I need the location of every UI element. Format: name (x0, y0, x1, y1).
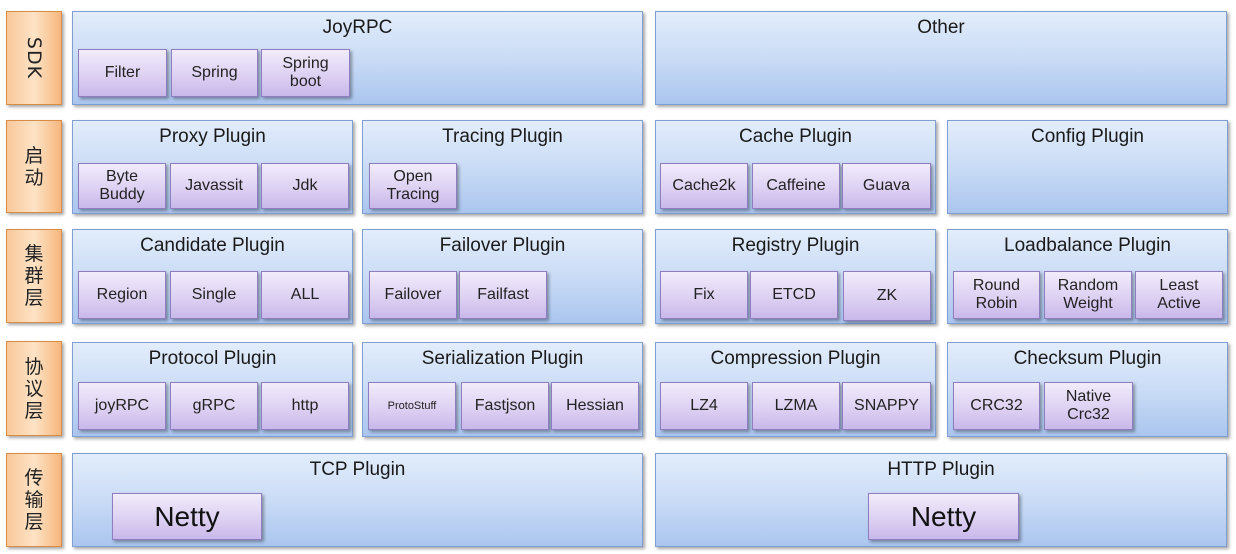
item-spring-boot: Spring boot (261, 49, 350, 97)
panel-loadbalance-plugin: Loadbalance Plugin Round Robin Random We… (947, 229, 1228, 324)
layer-transport-label: 传输层 (24, 467, 44, 533)
item-region: Region (78, 271, 166, 319)
panel-checksum-plugin: Checksum Plugin CRC32 Native Crc32 (947, 342, 1228, 437)
panel-config-plugin: Config Plugin (947, 120, 1228, 214)
panel-candidate-plugin-title: Candidate Plugin (140, 235, 285, 256)
panel-joyrpc: JoyRPC Filter Spring Spring boot (72, 11, 643, 105)
item-crc32: CRC32 (953, 382, 1040, 430)
panel-tracing-plugin: Tracing Plugin Open Tracing (362, 120, 643, 214)
item-fix: Fix (660, 271, 748, 319)
layer-sdk: SDK (6, 11, 62, 105)
panel-http-plugin-title: HTTP Plugin (887, 459, 995, 480)
item-etcd: ETCD (750, 271, 838, 319)
item-guava: Guava (842, 163, 931, 209)
layer-startup: 启动 (6, 120, 62, 213)
item-random-weight: Random Weight (1044, 271, 1132, 319)
layer-protocol-label: 协议层 (24, 355, 44, 422)
item-grpc: gRPC (170, 382, 258, 430)
item-native-crc32: Native Crc32 (1044, 382, 1133, 430)
item-lz4: LZ4 (660, 382, 748, 430)
item-zk: ZK (843, 271, 931, 321)
panel-loadbalance-plugin-title: Loadbalance Plugin (1004, 235, 1171, 256)
item-open-tracing: Open Tracing (369, 163, 457, 209)
panel-proxy-plugin-title: Proxy Plugin (159, 126, 266, 147)
item-least-active: Least Active (1135, 271, 1223, 319)
item-http: http (261, 382, 349, 430)
item-cache2k: Cache2k (660, 163, 748, 209)
panel-serialization-plugin-title: Serialization Plugin (421, 348, 584, 369)
item-lzma: LZMA (752, 382, 840, 430)
item-http-netty: Netty (868, 493, 1019, 540)
item-protostuff: ProtoStuff (368, 382, 456, 430)
item-byte-buddy: Byte Buddy (78, 163, 166, 209)
panel-serialization-plugin: Serialization Plugin ProtoStuff Fastjson… (362, 342, 643, 437)
panel-failover-plugin-title: Failover Plugin (439, 235, 566, 256)
panel-compression-plugin-title: Compression Plugin (710, 348, 881, 369)
item-snappy: SNAPPY (842, 382, 931, 430)
layer-cluster: 集群层 (6, 229, 62, 323)
item-jdk: Jdk (261, 163, 349, 209)
panel-http-plugin: HTTP Plugin Netty (655, 453, 1227, 547)
item-failover: Failover (369, 271, 457, 319)
panel-tracing-plugin-title: Tracing Plugin (442, 126, 563, 147)
panel-tcp-plugin: TCP Plugin Netty (72, 453, 643, 547)
panel-cache-plugin: Cache Plugin Cache2k Caffeine Guava (655, 120, 936, 214)
panel-failover-plugin: Failover Plugin Failover Failfast (362, 229, 643, 324)
item-caffeine: Caffeine (752, 163, 840, 209)
panel-cache-plugin-title: Cache Plugin (738, 126, 853, 147)
panel-config-plugin-title: Config Plugin (1030, 126, 1145, 147)
panel-candidate-plugin: Candidate Plugin Region Single ALL (72, 229, 353, 324)
panel-other-title: Other (917, 17, 965, 38)
item-fastjson: Fastjson (461, 382, 549, 430)
item-hessian: Hessian (551, 382, 639, 430)
panel-proxy-plugin: Proxy Plugin Byte Buddy Javassit Jdk (72, 120, 353, 214)
panel-compression-plugin: Compression Plugin LZ4 LZMA SNAPPY (655, 342, 936, 437)
panel-registry-plugin: Registry Plugin Fix ETCD ZK (655, 229, 936, 324)
panel-joyrpc-title: JoyRPC (322, 17, 393, 38)
item-joyrpc: joyRPC (78, 382, 166, 430)
item-spring: Spring (171, 49, 258, 97)
panel-protocol-plugin: Protocol Plugin joyRPC gRPC http (72, 342, 353, 437)
panel-tcp-plugin-title: TCP Plugin (309, 459, 406, 480)
panel-other: Other (655, 11, 1227, 105)
panel-checksum-plugin-title: Checksum Plugin (1013, 348, 1162, 369)
item-tcp-netty: Netty (112, 493, 262, 540)
item-filter: Filter (78, 49, 167, 97)
panel-registry-plugin-title: Registry Plugin (731, 235, 860, 256)
item-javassit: Javassit (170, 163, 258, 209)
layer-protocol: 协议层 (6, 341, 62, 436)
item-single: Single (170, 271, 258, 319)
item-failfast: Failfast (459, 271, 547, 319)
panel-protocol-plugin-title: Protocol Plugin (148, 348, 277, 369)
item-all: ALL (261, 271, 349, 319)
layer-cluster-label: 集群层 (24, 243, 44, 309)
item-round-robin: Round Robin (953, 271, 1040, 319)
layer-sdk-label: SDK (23, 36, 45, 80)
layer-transport: 传输层 (6, 453, 62, 547)
layer-startup-label: 启动 (24, 144, 44, 189)
